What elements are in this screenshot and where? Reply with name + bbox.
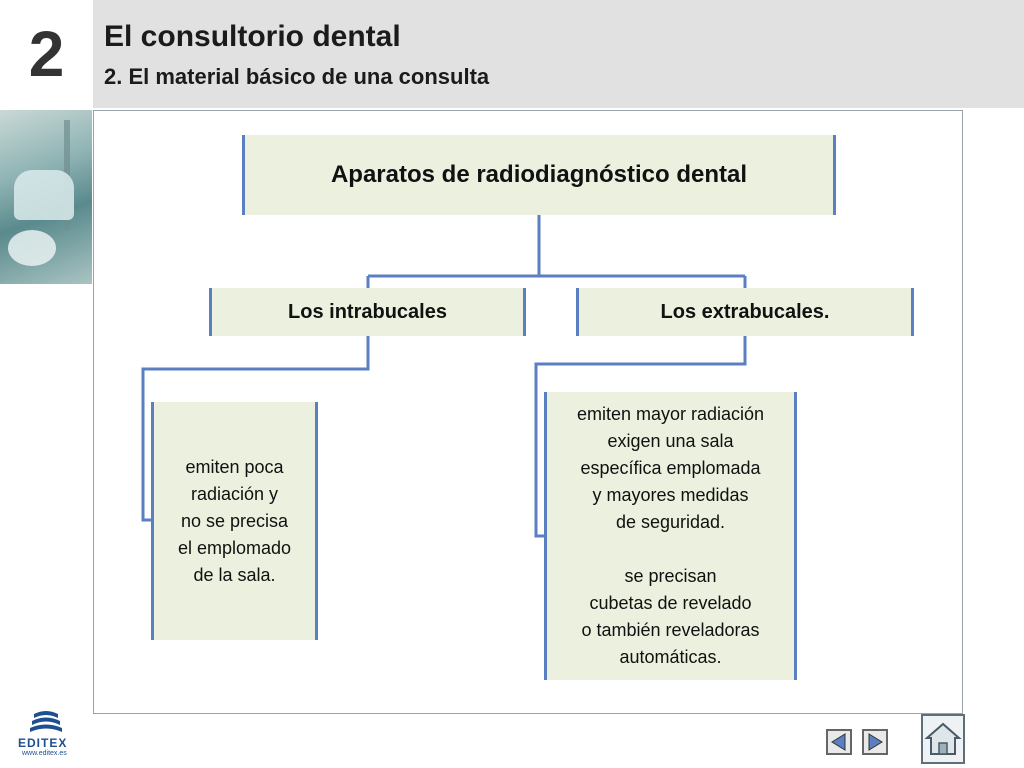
- connector-intrabucales-to-detail: [141, 336, 370, 522]
- detail-node-intrabucales: emiten poca radiación y no se precisa el…: [151, 402, 318, 640]
- branch-node-intrabucales-label: Los intrabucales: [288, 300, 447, 323]
- chapter-number: 2: [28, 18, 65, 90]
- branch-node-intrabucales: Los intrabucales: [209, 288, 526, 336]
- connector-extrabucales-to-detail: [534, 336, 747, 538]
- page-subtitle: 2. El material básico de una consulta: [104, 64, 490, 89]
- next-slide-button[interactable]: [862, 729, 888, 755]
- root-node: Aparatos de radiodiagnóstico dental: [242, 135, 836, 215]
- photo-lamp: [8, 230, 56, 266]
- brand-url: www.editex.es: [22, 750, 67, 757]
- next-arrow-icon: [868, 733, 883, 751]
- detail-node-extrabucales-text: emiten mayor radiación exigen una sala e…: [576, 404, 765, 667]
- editex-logo-icon: [30, 711, 62, 732]
- photo-dental-chair: [14, 170, 74, 220]
- header-bar: [93, 0, 1024, 108]
- home-icon: [924, 722, 962, 755]
- home-button[interactable]: [921, 714, 965, 764]
- page-title: El consultorio dental: [104, 20, 401, 53]
- detail-node-extrabucales: emiten mayor radiación exigen una sala e…: [544, 392, 797, 680]
- brand-name: EDITEX: [18, 736, 68, 750]
- previous-arrow-icon: [831, 733, 846, 751]
- previous-slide-button[interactable]: [826, 729, 852, 755]
- connector-root-to-branches: [366, 214, 747, 289]
- root-node-label: Aparatos de radiodiagnóstico dental: [330, 161, 748, 188]
- detail-node-intrabucales-text: emiten poca radiación y no se precisa el…: [177, 456, 292, 585]
- branch-node-extrabucales-label: Los extrabucales.: [660, 300, 830, 323]
- dental-office-photo: [0, 110, 92, 284]
- branch-node-extrabucales: Los extrabucales.: [576, 288, 914, 336]
